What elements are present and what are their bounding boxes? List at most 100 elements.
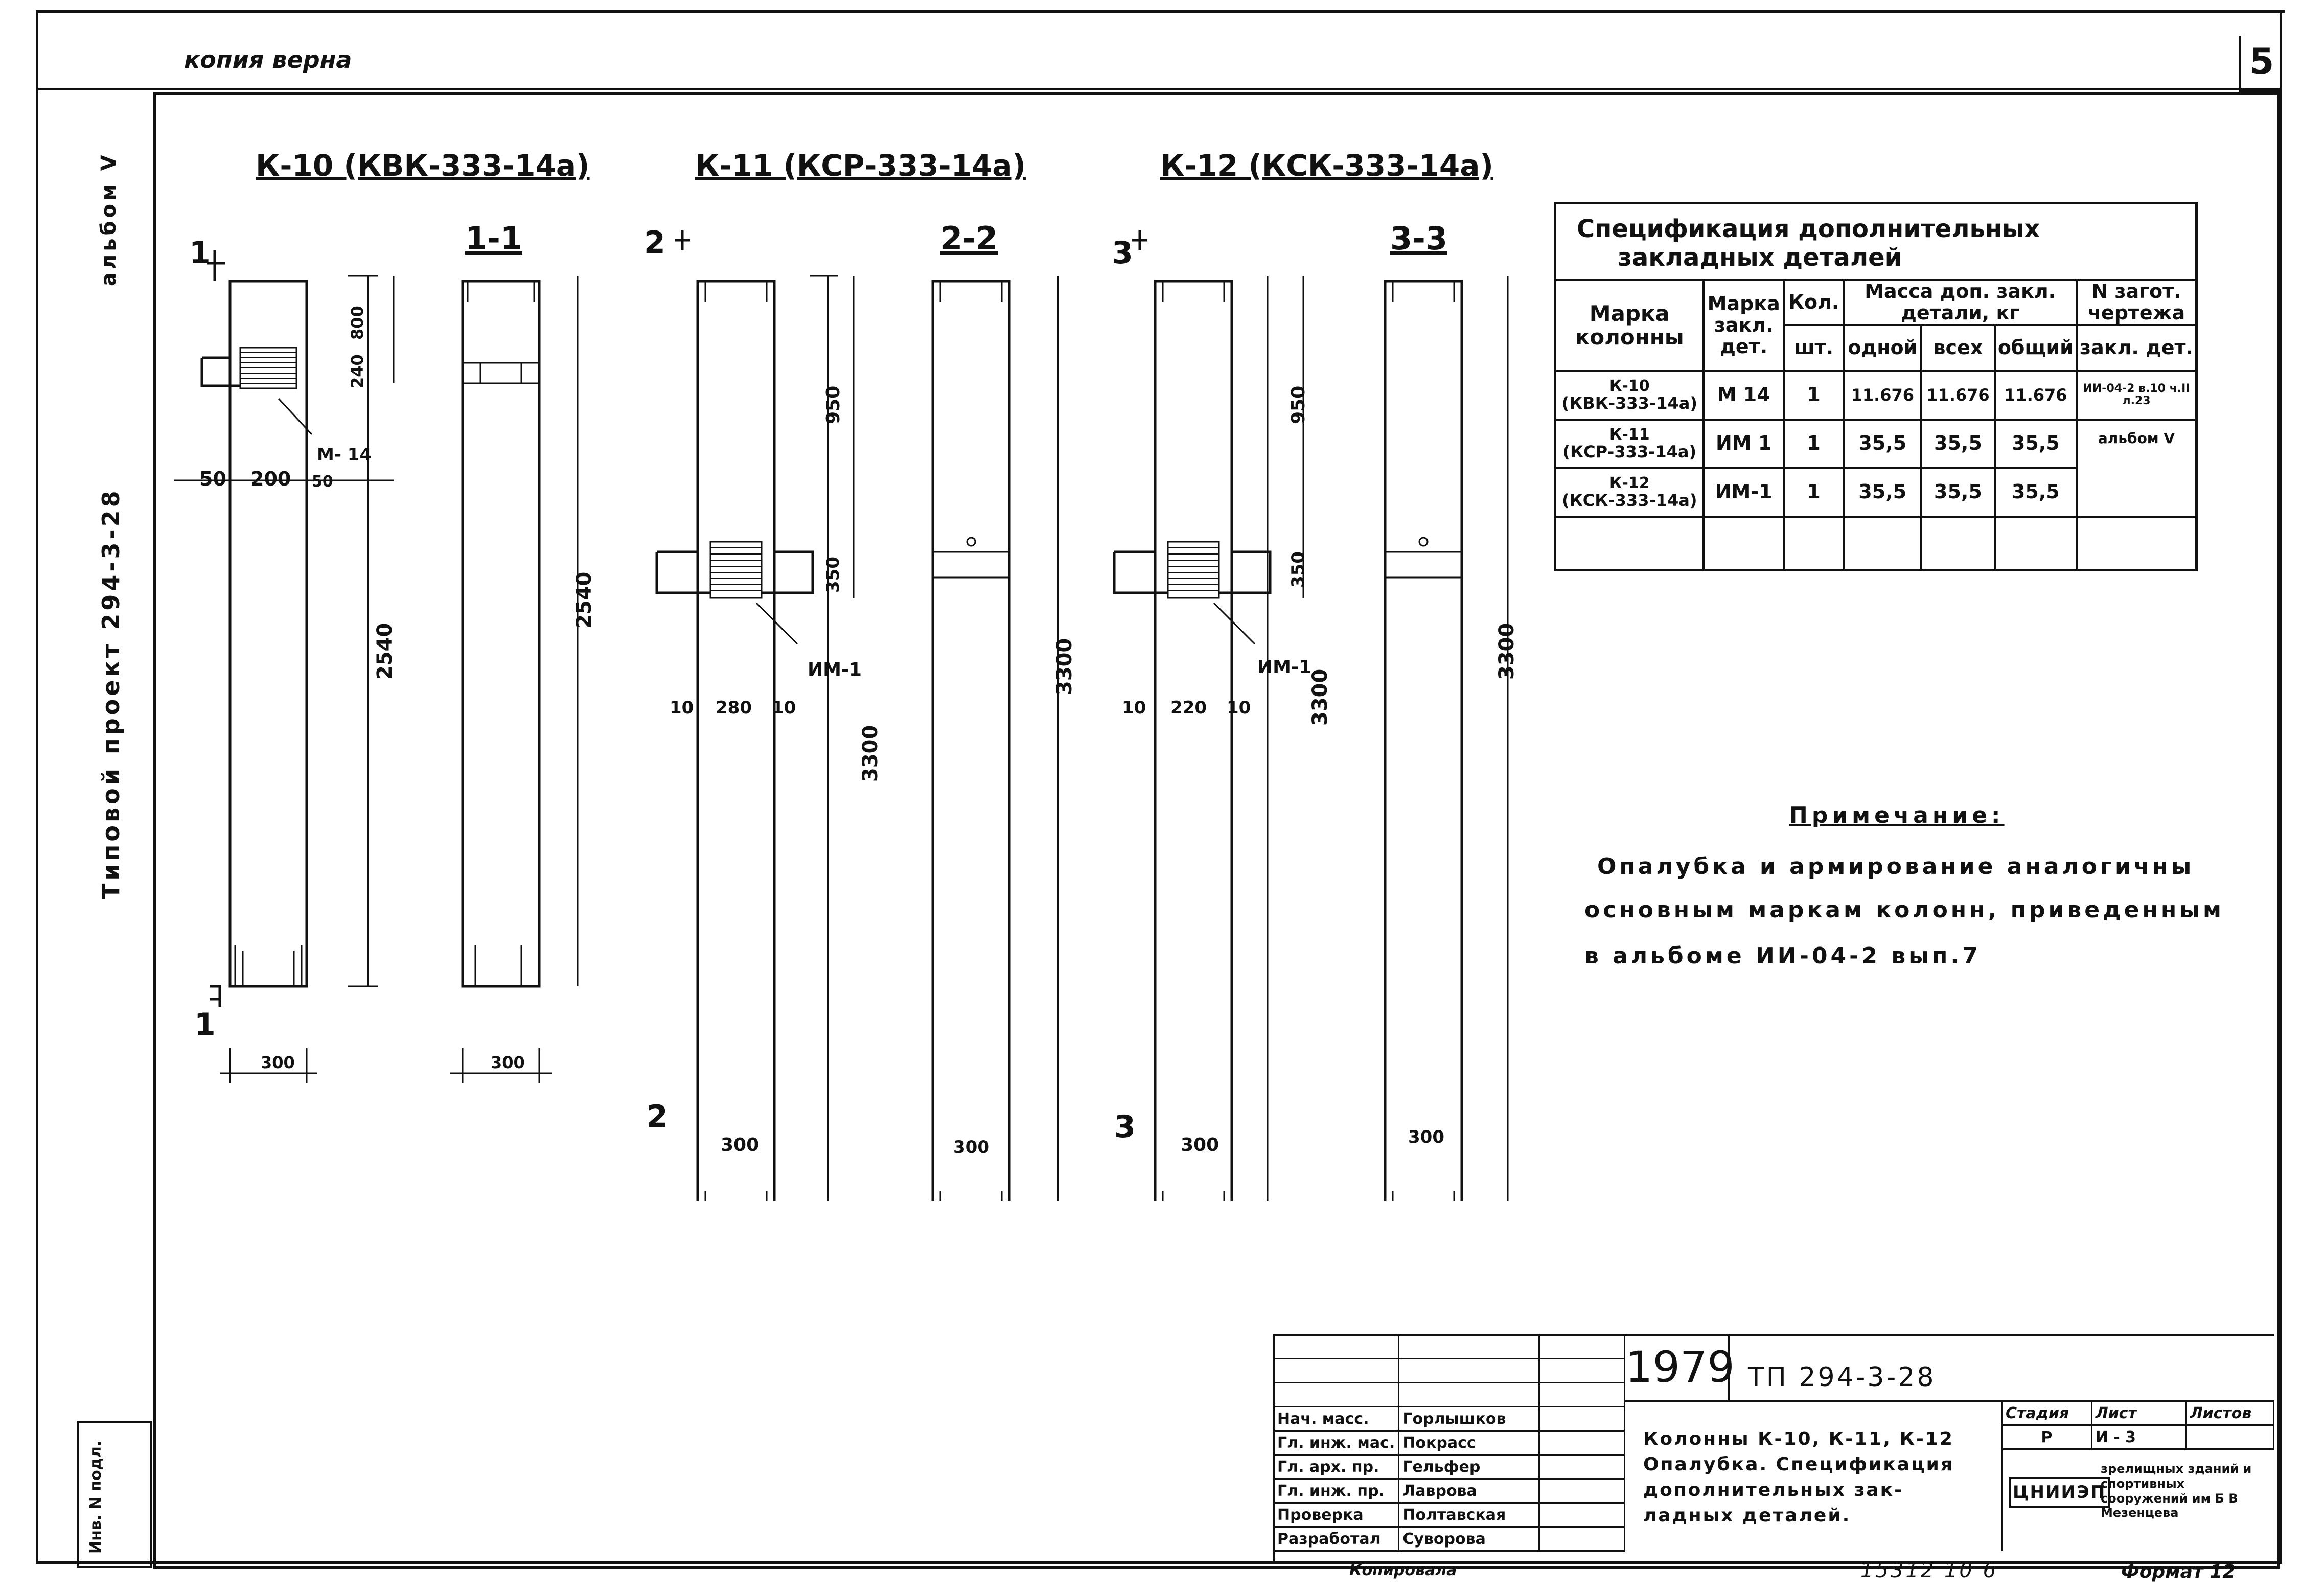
spec-header-ref-sub: закл. дет. (2076, 324, 2198, 372)
cut-mark-2-top: 2 (644, 225, 665, 261)
spec-cell-one: 35,5 (1843, 418, 1923, 469)
dim-k11-base2: 300 (953, 1137, 990, 1158)
role-name: Лаврова (1398, 1478, 1540, 1504)
section-label-2-2: 2-2 (940, 220, 998, 257)
table-row: Гл. инж. мас.Покрасс (1272, 1430, 1625, 1456)
spec-cell-detail: ИМ-1 (1702, 467, 1785, 518)
dim-k10-top: 800 (348, 306, 367, 340)
detail-label-k10: М- 14 (317, 445, 372, 465)
spec-cell-mark-top: К-11 (1609, 426, 1650, 444)
stage-label: Стадия (2001, 1400, 2092, 1426)
spec-header-mass-total: общий (1993, 324, 2078, 372)
role-title: Гл. инж. пр. (1272, 1478, 1400, 1504)
inv-box (77, 1421, 152, 1568)
k12-section-view (1302, 276, 1509, 1201)
org-logo: ЦНИИЭП (2009, 1477, 2110, 1508)
note-line1: Опалубка и армирование аналогичны (1597, 853, 2195, 880)
k11-section-view (853, 276, 1059, 1201)
left-outer-line (36, 10, 38, 1564)
role-name: Покрасс (1398, 1430, 1540, 1456)
spec-cell-mark-code: (КСР-333-14а) (1562, 442, 1697, 461)
spec-header-detail-mark: Марка закл. дет. (1702, 279, 1785, 372)
dim-k10-base: 300 (261, 1053, 295, 1072)
year: 1979 (1625, 1342, 1735, 1392)
k10-section-view (348, 275, 579, 1083)
role-title: Гл. инж. мас. (1272, 1430, 1400, 1456)
dim-k12-base: 300 (1181, 1135, 1219, 1156)
note-line2: основным маркам колонн, приведенным (1584, 897, 2224, 923)
right-outer-line (2280, 10, 2282, 1564)
spec-cell-total: 11.676 (1993, 370, 2078, 421)
desc-line4: ладных деталей. (1643, 1505, 1851, 1526)
column-title-k10: К-10 (КВК-333-14а) (256, 148, 590, 183)
cut-mark-1-top: 1 (189, 235, 211, 271)
spec-cell-total: 35,5 (1993, 418, 2078, 469)
dim-k12-center: 220 (1170, 698, 1207, 718)
k12-front-view (1113, 230, 1272, 1201)
section-label-1-1: 1-1 (465, 220, 523, 257)
note-line3: в альбоме ИИ-04-2 вып.7 (1584, 943, 1981, 969)
desc-line2: Опалубка. Спецификация (1643, 1454, 1954, 1475)
dim-k10-left: 50 (199, 468, 226, 490)
spec-title-line1: Спецификация дополнительных (1577, 215, 2040, 243)
spec-cell-detail: М 14 (1702, 370, 1785, 421)
dim-k10-center: 200 (250, 468, 291, 490)
top-outer-line (36, 10, 2285, 13)
dim-k12-height: 3300 (1308, 668, 1332, 726)
section-label-3-3: 3-3 (1390, 220, 1448, 257)
year-box: 1979 (1625, 1334, 1735, 1402)
stage-table: Стадия Лист Листов Р И - 3 (2001, 1400, 2275, 1450)
spec-cell-one: 35,5 (1843, 467, 1923, 518)
detail-label-k12: ИМ-1 (1257, 657, 1311, 678)
table-row: Гл. инж. пр.Лаврова (1272, 1478, 1625, 1504)
spec-cell-qty: 1 (1782, 370, 1845, 421)
copied-by: Копировала (1349, 1561, 1457, 1579)
spec-cell-mark-top: К-10 (1609, 377, 1650, 395)
detail-label-k11: ИМ-1 (808, 659, 862, 680)
dim-k12-top: 950 (1288, 385, 1309, 424)
spec-cell-mark-code: (КВК-333-14а) (1561, 394, 1697, 413)
dim-k12-base2: 300 (1408, 1127, 1444, 1147)
spec-cell-mark-code: (КСК-333-14а) (1561, 491, 1697, 510)
dim-k11-height2: 3300 (1053, 638, 1076, 695)
bottom-outer-line (36, 1561, 2282, 1564)
inv-label: Инв. N подл. (87, 1440, 105, 1554)
dim-k10-height: 2540 (373, 622, 397, 680)
format-label: Формат 12 (2121, 1561, 2236, 1582)
dim-k11-top: 950 (823, 385, 844, 424)
spec-header-ref: N загот. чертежа (2076, 279, 2198, 326)
spec-cell-total: 35,5 (1993, 467, 2078, 518)
role-name: Суворова (1398, 1526, 1540, 1552)
album-label: альбом Ⅴ (97, 152, 121, 286)
spec-cell-qty: 1 (1782, 467, 1845, 518)
dim-k10-height2: 2540 (572, 571, 596, 629)
sheet-number-box: 5 (2239, 36, 2282, 92)
cut-mark-2-bottom: 2 (647, 1099, 668, 1135)
sheet-label: Лист (2090, 1400, 2187, 1426)
dim-k12-height2: 3300 (1495, 622, 1518, 680)
spec-cell-detail: ИМ 1 (1702, 418, 1785, 469)
spec-table: Марка колонны Марка закл. дет. Кол. Масс… (1554, 279, 2198, 572)
cut-mark-3-top: 3 (1112, 235, 1133, 271)
k11-front-view (655, 230, 838, 1201)
spec-cell-one: 11.676 (1843, 370, 1923, 421)
title-block-roles: Нач. масс.Горлышков Гл. инж. мас.Покрасс… (1272, 1334, 1625, 1552)
stamp-copy-correct: копия верна (184, 46, 352, 74)
project-label: Типовой проект 294-3-28 (97, 488, 125, 899)
table-row: Нач. масс.Горлышков (1272, 1406, 1625, 1432)
spec-cell-mark: К-10(КВК-333-14а) (1554, 370, 1705, 421)
note-title: Примечание: (1789, 802, 2005, 828)
spec-cell-all: 35,5 (1920, 418, 1996, 469)
table-row: Гл. арх. пр.Гельфер (1272, 1454, 1625, 1480)
spec-cell-qty: 1 (1782, 418, 1845, 469)
spec-table-block: Спецификация дополнительных закладных де… (1554, 202, 2198, 572)
cut-mark-3-bottom: 3 (1114, 1109, 1136, 1145)
desc-line1: Колонны К-10, К-11, К-12 (1643, 1428, 1954, 1449)
table-row-empty (1554, 515, 2198, 571)
dim-k11-mid: 350 (823, 557, 843, 593)
column-title-k11: К-11 (КСР-333-14а) (695, 148, 1026, 183)
spec-cell-mark: К-11(КСР-333-14а) (1554, 418, 1705, 469)
spec-header-mark: Марка колонны (1554, 279, 1705, 372)
sheet-value: И - 3 (2090, 1424, 2187, 1450)
